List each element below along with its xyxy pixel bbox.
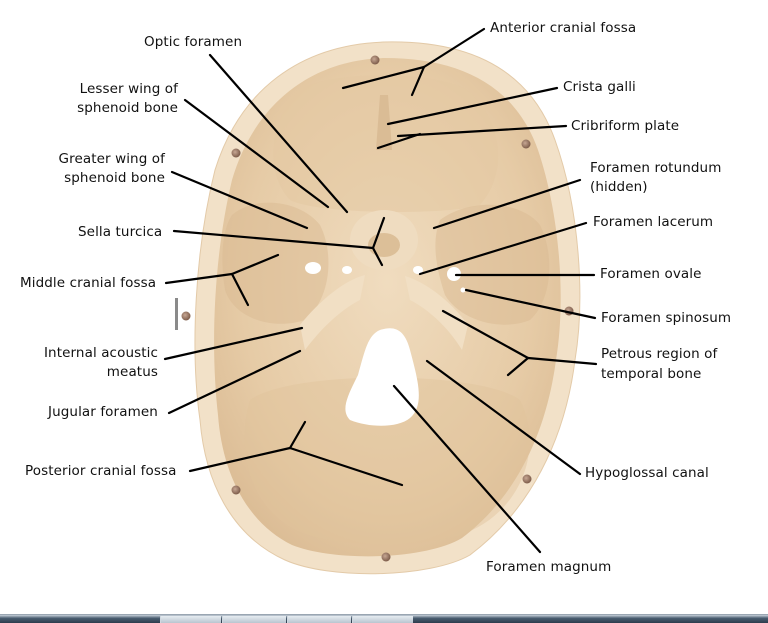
middle-fossa-left-shading: [222, 202, 329, 324]
label-foramen-ovale: Foramen ovale: [600, 266, 702, 282]
pin: [181, 311, 191, 321]
label-greater-wing-line1: Greater wing of: [58, 151, 165, 167]
foramen-spinosum-right-hole: [460, 287, 466, 293]
foramen-ovale-right-hole: [447, 267, 461, 281]
leader-lines: [163, 27, 598, 554]
taskbar-segment: [287, 616, 351, 623]
label-petrous-line2: temporal bone: [601, 366, 702, 382]
posterior-fossa-shading: [244, 377, 530, 545]
label-foramen-lacerum: Foramen lacerum: [593, 214, 714, 230]
foramen-ovale-left-hole: [305, 262, 321, 274]
pin: [370, 55, 380, 65]
taskbar-segment: [352, 616, 413, 623]
label-greater-wing-line2: sphenoid bone: [64, 170, 165, 186]
label-cribriform-plate: Cribriform plate: [571, 118, 680, 134]
label-posterior-cranial-fossa: Posterior cranial fossa: [25, 463, 177, 479]
label-hypoglossal-canal: Hypoglossal canal: [585, 465, 709, 481]
pin: [521, 139, 531, 149]
petrous-ridge-left: [300, 275, 365, 350]
label-crista-galli: Crista galli: [563, 79, 636, 95]
sella-turcica-shape: [368, 233, 400, 257]
label-internal-acoustic-line2: meatus: [106, 364, 158, 380]
label-petrous-line1: Petrous region of: [601, 346, 718, 362]
label-lesser-wing-line1: Lesser wing of: [79, 81, 178, 97]
label-sella-turcica: Sella turcica: [78, 224, 163, 240]
taskbar-segment: [160, 616, 221, 623]
petrous-ridge-right: [405, 276, 468, 350]
foramen-lacerum-left-hole: [342, 266, 352, 274]
pin: [381, 552, 391, 562]
bottom-window-edge: [0, 614, 768, 623]
middle-fossa-right-shading: [435, 204, 550, 325]
label-lesser-wing-line2: sphenoid bone: [77, 100, 178, 116]
crista-galli-ridge: [376, 95, 392, 150]
taskbar-segment: [222, 616, 286, 623]
label-anterior-cranial-fossa: Anterior cranial fossa: [490, 20, 637, 36]
foramen-magnum-hole: [345, 328, 419, 426]
label-foramen-magnum: Foramen magnum: [486, 559, 612, 575]
label-jugular-foramen: Jugular foramen: [48, 404, 158, 420]
label-foramen-rotundum-line2: (hidden): [590, 179, 648, 195]
pin: [522, 474, 532, 484]
label-foramen-spinosum: Foramen spinosum: [601, 310, 732, 326]
label-internal-acoustic-line1: Internal acoustic: [43, 345, 158, 361]
pin: [231, 148, 241, 158]
pin: [231, 485, 241, 495]
foramen-lacerum-right-hole: [413, 266, 423, 274]
metal-clip: [175, 298, 178, 330]
label-middle-cranial-fossa: Middle cranial fossa: [20, 275, 157, 291]
label-optic-foramen: Optic foramen: [144, 34, 243, 50]
label-foramen-rotundum-line1: Foramen rotundum: [590, 160, 722, 176]
